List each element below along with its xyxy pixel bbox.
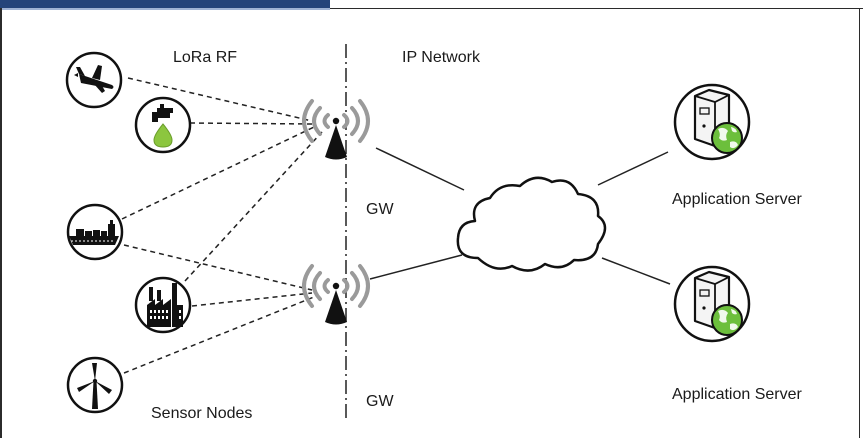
left-border xyxy=(0,8,2,438)
ip-link xyxy=(597,151,669,186)
sensor-nodes-label: Sensor Nodes xyxy=(151,405,252,422)
server-globe-icon xyxy=(673,265,751,343)
gateway-label: GW xyxy=(366,201,394,218)
gateway-label: GW xyxy=(366,393,394,410)
wind-turbine-icon xyxy=(66,356,124,414)
lora-rf-label: LoRa RF xyxy=(173,49,237,66)
ip-link xyxy=(375,147,465,191)
cloud-icon xyxy=(456,176,607,272)
right-border xyxy=(859,8,860,438)
top-border xyxy=(330,8,863,9)
server-globe-icon xyxy=(673,83,751,161)
gateway-antenna-icon xyxy=(302,264,370,327)
ip-network-label: IP Network xyxy=(402,49,481,66)
cargo-ship-icon xyxy=(66,203,124,261)
factory-icon xyxy=(134,276,192,334)
rf-link xyxy=(127,77,313,122)
ip-link xyxy=(369,254,463,280)
water-tap-icon xyxy=(134,96,192,154)
gateway-antenna-icon xyxy=(302,99,370,162)
airplane-icon xyxy=(65,51,123,109)
application-server-label: Application Server xyxy=(672,191,803,208)
ip-links xyxy=(369,147,671,285)
rf-link xyxy=(123,296,315,374)
ip-link xyxy=(601,257,671,285)
rf-link xyxy=(184,131,323,282)
rf-link xyxy=(191,292,313,307)
rf-link xyxy=(189,122,313,125)
rf-links xyxy=(121,77,323,374)
header-bar xyxy=(0,0,330,10)
application-server-label: Application Server xyxy=(672,386,803,403)
